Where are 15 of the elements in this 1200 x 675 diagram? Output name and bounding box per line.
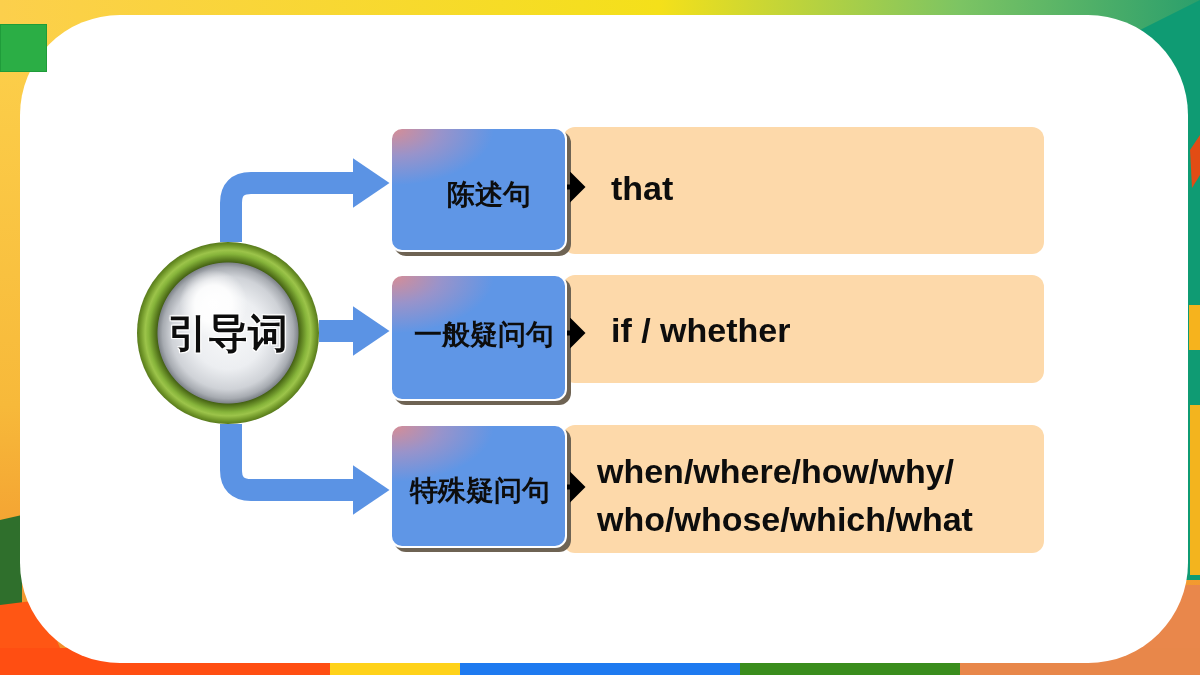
arrow: [567, 317, 586, 349]
keyword-text: that: [611, 168, 674, 209]
category-label: 一般疑问句: [414, 318, 554, 352]
center-label: 引导词: [168, 310, 288, 356]
arrow: [567, 471, 586, 503]
arrow: [567, 171, 586, 203]
keyword-panel: [563, 275, 1044, 383]
keyword-text: when/where/how/why/ who/whose/which/what: [597, 451, 974, 540]
keyword-text: if / whether: [611, 310, 791, 351]
category-label: 陈述句: [447, 178, 531, 212]
keyword-panel: [563, 127, 1044, 254]
keyword-panel: [563, 425, 1044, 553]
arrow: [319, 306, 390, 356]
category-label: 特殊疑问句: [410, 474, 550, 508]
arrow: [220, 158, 390, 242]
